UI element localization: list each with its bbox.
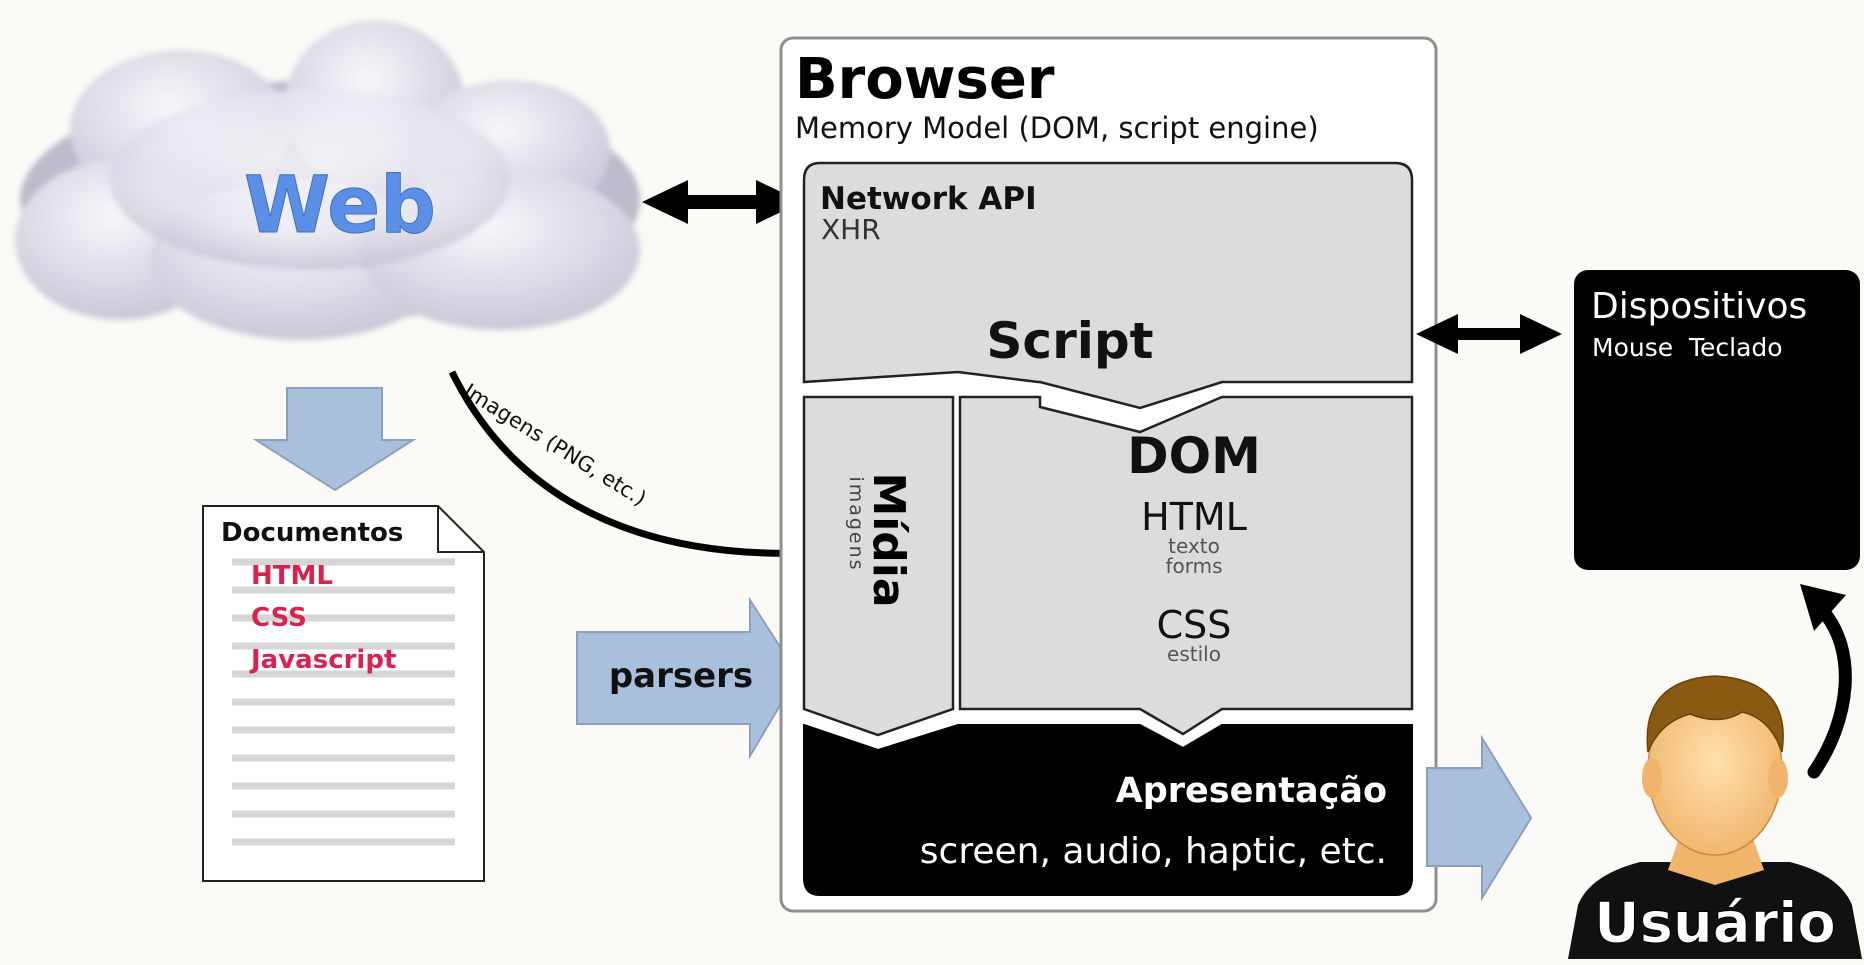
user-hair [1646, 675, 1784, 753]
web-label: Web [244, 161, 436, 251]
apresentacao-label: Apresentação [1116, 771, 1387, 811]
web-network-double-arrow [642, 180, 802, 224]
documents-sheet: Documentos HTML CSS Javascript [202, 505, 485, 882]
user-body [1568, 862, 1862, 959]
midia-panel [802, 395, 955, 737]
devices-title: Dispositivos [1591, 286, 1807, 327]
dom-label: DOM [1127, 427, 1261, 485]
dom-texto-label: texto [1168, 534, 1220, 558]
dom-css-label: CSS [1157, 603, 1232, 647]
dom-panel [958, 395, 1414, 736]
browser-title: Browser [795, 47, 1055, 112]
network-api-label: Network API [820, 181, 1037, 217]
script-panel [802, 161, 1414, 410]
user-figure: Usuário [1568, 675, 1862, 959]
script-label: Script [986, 312, 1153, 370]
document-item-css: CSS [251, 603, 307, 633]
parsers-label: parsers [609, 656, 753, 696]
devices-items: Mouse Teclado [1592, 333, 1783, 362]
dom-forms-label: forms [1165, 554, 1222, 578]
devices-panel [1574, 270, 1860, 570]
parsers-arrow-shape [576, 596, 800, 760]
browser-box: Browser Memory Model (DOM, script engine… [779, 36, 1438, 913]
user-label: Usuário [1594, 891, 1836, 956]
presentation-to-user-arrow [1426, 734, 1533, 902]
download-arrow [252, 387, 417, 492]
cloud-shape [15, 20, 640, 340]
web-cloud: Web [15, 20, 640, 340]
script-devices-double-arrow [1416, 314, 1562, 354]
devices-box: Dispositivos Mouse Teclado [1574, 270, 1860, 570]
apresentacao-panel [803, 723, 1413, 896]
parsers-arrow: parsers [576, 596, 800, 760]
documents-title: Documentos [221, 518, 403, 548]
imagens-label: imagens [845, 476, 867, 571]
midia-label: Mídia [863, 472, 914, 607]
document-lines [232, 558, 455, 846]
document-item-javascript: Javascript [249, 645, 396, 675]
dom-html-label: HTML [1141, 495, 1247, 539]
outputs-label: screen, audio, haptic, etc. [920, 831, 1387, 872]
user-to-devices-arrow [1800, 584, 1852, 779]
dom-estilo-label: estilo [1167, 642, 1221, 666]
browser-subtitle: Memory Model (DOM, script engine) [795, 111, 1319, 145]
images-flow: Imagens (PNG, etc.) [448, 370, 832, 565]
document-item-html: HTML [251, 561, 333, 591]
xhr-label: XHR [821, 213, 881, 246]
images-curve-arrow [448, 370, 811, 557]
document-corner-fold [437, 506, 484, 553]
